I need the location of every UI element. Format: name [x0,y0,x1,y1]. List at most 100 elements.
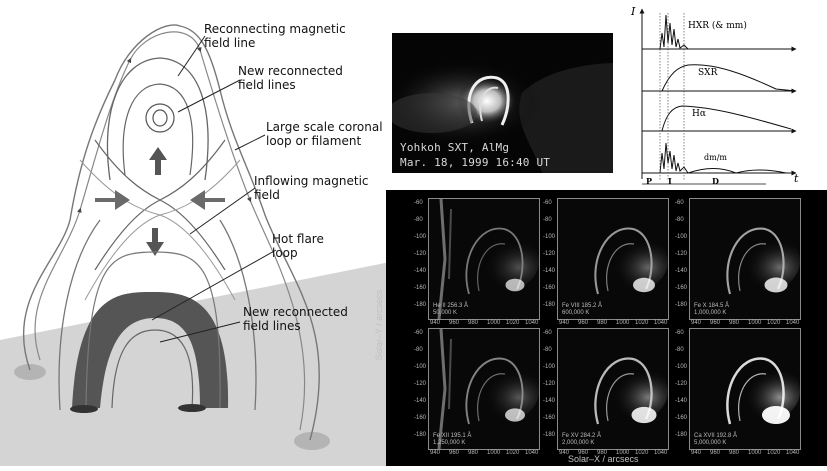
y-tick-label: -180 [675,302,687,308]
callout-text: Inflowing magnetic [254,174,369,188]
curves-x-label: t [794,172,798,185]
y-tick-label: -140 [675,398,687,404]
callout-text: Hot flare [272,232,324,246]
yohkoh-sxt-image: Yohkoh SXT, AlMg Mar. 18, 1999 16:40 UT [392,33,613,173]
panel-wavelength: Fe XV 284.2 Å [562,433,601,440]
y-tick-label: -120 [414,251,426,257]
x-tick-label: 1000 [487,320,500,326]
y-tick-label: -100 [543,364,555,370]
panel-temperature: 600,000 K [562,310,602,317]
callout-text: loop or filament [266,134,383,148]
x-tick-label: 1040 [654,450,667,456]
y-tick-label: -100 [675,234,687,240]
x-tick-label: 940 [691,320,701,326]
panel-label: Ca XVII 192.8 Å5,000,000 K [694,433,737,447]
x-tick-label: 980 [729,450,739,456]
x-tick-label: 980 [597,450,607,456]
x-tick-label: 1020 [506,320,519,326]
inflow-line-4 [85,160,240,300]
x-tick-label: 1000 [616,450,629,456]
callout-text: field lines [238,78,343,92]
euv-panel-1: He II 256.3 Å50,000 K [428,198,540,320]
leader-coronal [235,135,265,150]
plasmoid-loop-1 [146,104,174,132]
panel-label: He II 256.3 Å50,000 K [433,303,468,317]
panel-wavelength: Fe VIII 185.2 Å [562,303,602,310]
y-tick-label: -160 [543,415,555,421]
euv-panel-3: Fe X 184.5 Å1,000,000 K [689,198,801,320]
x-tick-label: 980 [468,320,478,326]
panel-wavelength: Ca XVII 192.8 Å [694,433,737,440]
light-curves-panel: I t HXR (& mm) SXR Hα dm/m P I D [626,3,824,188]
flare-footpoint-right [178,404,206,412]
arrow-right [95,190,130,210]
y-tick-label: -60 [675,200,684,206]
leader-reconnecting [178,36,205,76]
y-tick-label: -100 [414,234,426,240]
arrow-up [149,147,167,175]
x-tick-label: 960 [710,320,720,326]
label-sxr: SXR [698,68,717,78]
y-tick-label: -180 [543,302,555,308]
x-tick-label: 980 [597,320,607,326]
y-tick-label: -120 [675,251,687,257]
y-tick-label: -180 [543,432,555,438]
x-tick-label: 1020 [767,450,780,456]
y-tick-label: -160 [414,415,426,421]
y-tick-label: -120 [543,381,555,387]
euv-panel-grid: Solar–Y / arcsecs Solar–X / arcsecs He I… [386,190,827,466]
trace-sxr [642,65,796,91]
phase-d-label: D [712,176,719,186]
x-tick-label: 940 [559,450,569,456]
photosphere [0,262,390,466]
euv-panel-5: Fe XV 284.2 Å2,000,000 K [557,328,669,450]
y-tick-label: -180 [414,302,426,308]
y-tick-label: -120 [543,251,555,257]
callout-text: field lines [243,319,348,333]
y-tick-label: -80 [414,217,423,223]
panel-temperature: 1,250,000 K [433,440,471,447]
x-tick-label: 980 [468,450,478,456]
callout-text: New reconnected [238,64,343,78]
x-tick-label: 1020 [506,450,519,456]
callout-new-reconnected-bottom: New reconnected field lines [243,305,348,333]
y-tick-label: -140 [414,398,426,404]
callout-text: Large scale coronal [266,120,383,134]
x-tick-label: 1040 [786,320,799,326]
grid-y-axis-title: Solar–Y / arcsecs [374,290,384,360]
euv-panel-image [429,199,539,319]
panel-temperature: 1,000,000 K [694,310,729,317]
euv-panel-2: Fe VIII 185.2 Å600,000 K [557,198,669,320]
footpoint-left [14,364,46,380]
callout-text: loop [272,246,324,260]
y-tick-label: -120 [414,381,426,387]
panel-label: Fe X 184.5 Å1,000,000 K [694,303,729,317]
callout-coronal-loop: Large scale coronal loop or filament [266,120,383,148]
euv-panel-image [429,329,539,449]
euv-panel-image [558,199,668,319]
x-tick-label: 960 [449,320,459,326]
euv-panel-image [690,199,800,319]
y-tick-label: -140 [543,268,555,274]
y-tick-label: -80 [543,347,552,353]
x-tick-label: 1000 [748,450,761,456]
x-tick-label: 1040 [525,320,538,326]
y-tick-label: -60 [414,330,423,336]
callout-text: field line [204,36,346,50]
y-tick-label: -120 [675,381,687,387]
euv-panel-6: Ca XVII 192.8 Å5,000,000 K [689,328,801,450]
flare-schematic: Reconnecting magnetic field line New rec… [0,0,390,466]
y-tick-label: -80 [675,217,684,223]
y-tick-label: -60 [675,330,684,336]
trace-halpha [642,106,791,131]
label-dm: dm/m [704,153,727,162]
x-tick-label: 1000 [616,320,629,326]
x-tick-label: 960 [578,320,588,326]
panel-label: Fe XII 195.1 Å1,250,000 K [433,433,471,447]
y-tick-label: -160 [414,285,426,291]
x-tick-label: 1020 [635,320,648,326]
y-tick-label: -160 [675,415,687,421]
y-tick-label: -180 [675,432,687,438]
x-tick-label: 980 [729,320,739,326]
y-tick-label: -140 [414,268,426,274]
